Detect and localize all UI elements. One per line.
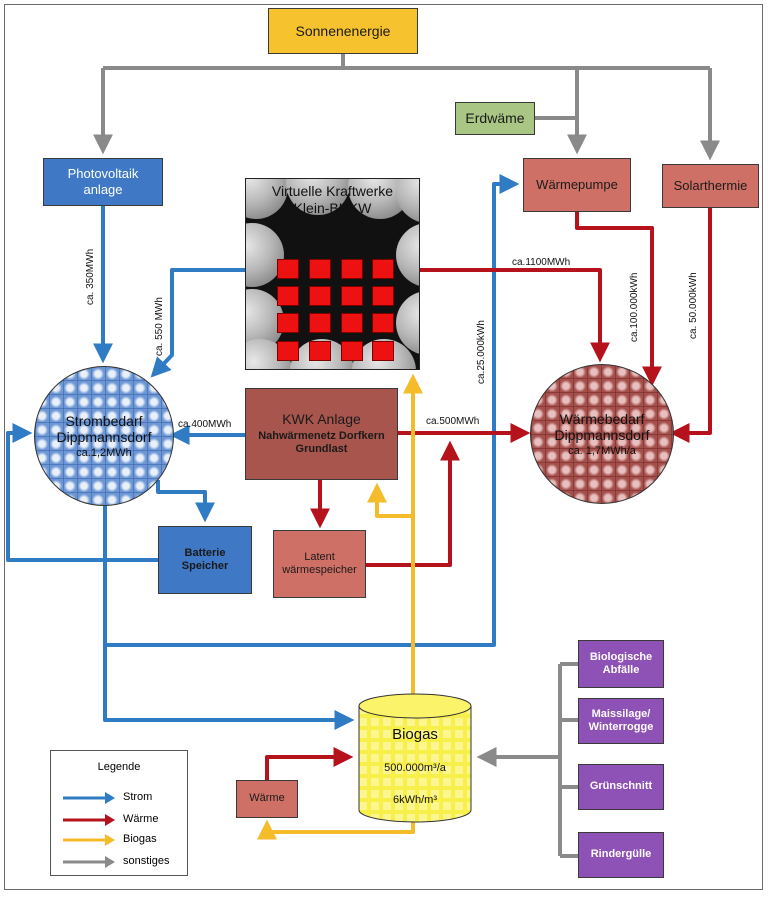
- spitzenlast-label: Spitzenlast: [305, 233, 360, 245]
- link-vk-waerme: [418, 268, 610, 363]
- pv-label: Photovoltaik anlage: [67, 166, 139, 197]
- batterie-box: Batterie Speicher: [158, 526, 252, 594]
- link-latent-return: [366, 440, 460, 567]
- pv-box: Photovoltaik anlage: [43, 158, 163, 206]
- waerme-label: Wärme: [249, 792, 285, 805]
- sun-box: Sonnenenergie: [268, 8, 418, 54]
- virtuelle-kraftwerke-box: Virtuelle Kraftwerke Klein-BHKW Spitzenl…: [245, 178, 420, 370]
- kwk-subtitle: Nahwärmenetz Dorfkern Grundlast: [258, 430, 385, 456]
- legend-label-sonstiges: sonstiges: [123, 855, 170, 867]
- abfaelle-label: Biologische Abfälle: [589, 650, 653, 676]
- waerme-box: Wärme: [236, 780, 298, 818]
- legend-arrow-waerme-icon: [63, 814, 115, 826]
- kwk-title: KWK Anlage: [282, 411, 361, 428]
- label-pumpe-waerme: ca.100.000kWh: [629, 272, 640, 343]
- label-pv-strom: ca. 350MWh: [85, 248, 96, 305]
- link-biogas-kwk: [367, 482, 413, 518]
- maissilage-box: Maissilage/ Winterrogge: [578, 698, 664, 744]
- label-pumpe-strom: ca.25.000kWh: [476, 320, 487, 384]
- link-strom-down: [103, 502, 355, 730]
- strombedarf-title: Strombedarf Dippmannsdorf: [56, 412, 152, 445]
- label-kwk-waerme: ca.500MWh: [426, 416, 480, 427]
- legend-label-waerme: Wärme: [123, 813, 159, 825]
- waermepumpe-label: Wärmepumpe: [536, 177, 618, 193]
- label-solar-waerme: ca. 50.000kWh: [688, 272, 699, 339]
- batterie-label: Batterie Speicher: [181, 546, 229, 572]
- legend: Legende Strom Wärme Biogas sonstiges: [50, 750, 188, 876]
- erdwaerme-box: Erdwäme: [455, 102, 535, 135]
- link-waerme-biogas: [265, 747, 354, 780]
- latent-label: Latent wärmespeicher: [282, 550, 357, 576]
- link-strom-battery: [156, 480, 215, 523]
- legend-arrow-sonstiges-icon: [63, 856, 115, 868]
- sun-label: Sonnenenergie: [295, 22, 391, 39]
- biogas-title: Biogas: [392, 726, 438, 743]
- label-vk-strom: ca. 550 MWh: [154, 297, 165, 356]
- gruenschnitt-label: Grünschnitt: [589, 780, 653, 793]
- link-battery-strom: [6, 423, 158, 562]
- kwk-box: KWK Anlage Nahwärmenetz Dorfkern Grundla…: [245, 388, 398, 480]
- link-pumpe-waerme: [575, 212, 662, 387]
- waermebedarf-title: Wärmebedarf Dippmannsdorf: [554, 410, 650, 443]
- virtuelle-title: Virtuelle Kraftwerke Klein-BHKW: [271, 183, 394, 216]
- biogas-volume: 500.000m³/a: [384, 762, 446, 774]
- latent-box: Latent wärmespeicher: [273, 530, 366, 598]
- maissilage-label: Maissilage/ Winterrogge: [588, 707, 654, 733]
- biogas-tank: Biogas 500.000m³/a 6kWh/m³: [357, 692, 473, 824]
- link-biogas-waerme: [257, 819, 415, 840]
- legend-label-strom: Strom: [123, 791, 153, 803]
- solarthermie-label: Solarthermie: [673, 178, 748, 194]
- solarthermie-box: Solarthermie: [662, 164, 759, 208]
- diagram-frame: [4, 4, 763, 890]
- legend-arrow-biogas-icon: [63, 834, 115, 846]
- biogas-energy: 6kWh/m³: [393, 794, 437, 806]
- strombedarf-circle: Strombedarf Dippmannsdorf ca.1,2MWh: [34, 366, 174, 506]
- link-vk-strom: [150, 268, 245, 378]
- rindergulle-box: Rindergülle: [578, 832, 664, 878]
- legend-label-biogas: Biogas: [123, 833, 157, 845]
- legend-title: Legende: [97, 761, 141, 773]
- erdwaerme-label: Erdwäme: [465, 110, 525, 127]
- label-vk-waerme: ca.1100MWh: [512, 257, 571, 268]
- biogas-cylinder: [358, 693, 472, 823]
- waermebedarf-value: ca. 1,7MWh/a: [568, 444, 636, 457]
- waermepumpe-box: Wärmepumpe: [523, 158, 631, 212]
- rindergulle-label: Rindergülle: [590, 848, 652, 861]
- abfaelle-box: Biologische Abfälle: [578, 640, 664, 688]
- link-solar-waerme: [669, 206, 712, 443]
- waermebedarf-circle: Wärmebedarf Dippmannsdorf ca. 1,7MWh/a: [530, 364, 674, 504]
- label-kwk-strom: ca.400MWh: [178, 419, 232, 430]
- link-strom-pumpe: [105, 174, 520, 647]
- gruenschnitt-box: Grünschnitt: [578, 764, 664, 810]
- legend-arrow-strom-icon: [63, 792, 115, 804]
- strombedarf-value: ca.1,2MWh: [76, 446, 132, 459]
